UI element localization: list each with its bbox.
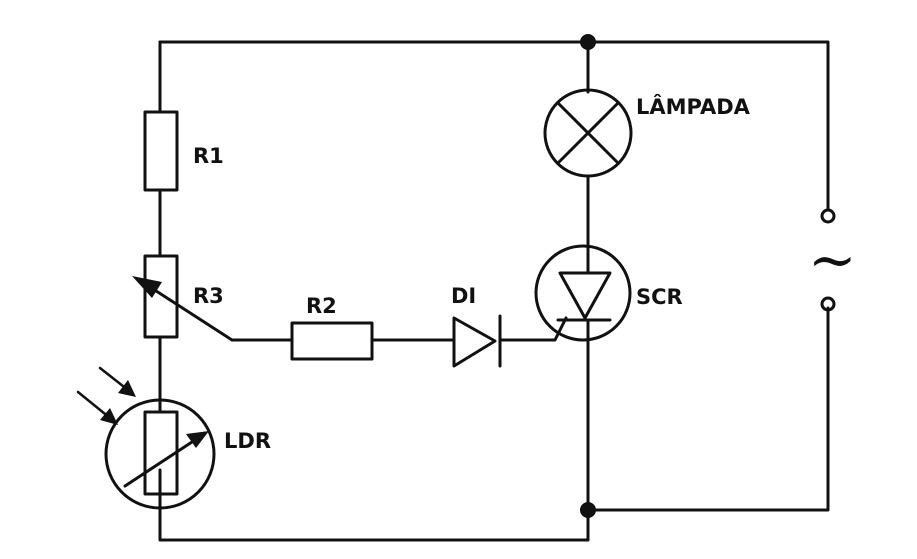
ac-terminal-bottom — [820, 296, 836, 312]
light-arrows-icon — [76, 366, 136, 425]
ac-terminal-top — [820, 208, 836, 224]
label-scr: SCR — [636, 285, 683, 309]
diode-d1 — [452, 316, 497, 368]
lamp-icon — [543, 88, 633, 178]
wire-bottom-rail — [158, 306, 830, 542]
junction-bottom — [580, 502, 596, 518]
resistor-r2 — [290, 321, 374, 361]
wires — [158, 40, 830, 542]
potentiometer-wiper — [148, 285, 234, 342]
label-d1: DI — [451, 284, 476, 308]
ldr-icon — [104, 398, 216, 510]
label-r3: R3 — [193, 284, 224, 308]
label-r2: R2 — [306, 294, 337, 318]
resistor-r1 — [143, 110, 179, 192]
wire-top-rail — [158, 40, 830, 212]
ac-source-icon: ~ — [808, 226, 857, 294]
scr-icon — [534, 244, 632, 342]
potentiometer-r3 — [143, 254, 179, 339]
label-r1: R1 — [193, 144, 224, 168]
label-ldr: LDR — [224, 429, 271, 453]
junction-top — [580, 34, 596, 50]
wire-d1-gate — [498, 316, 568, 342]
wiper-arrow-icon — [132, 276, 162, 298]
label-lamp: LÂMPADA — [636, 94, 751, 119]
